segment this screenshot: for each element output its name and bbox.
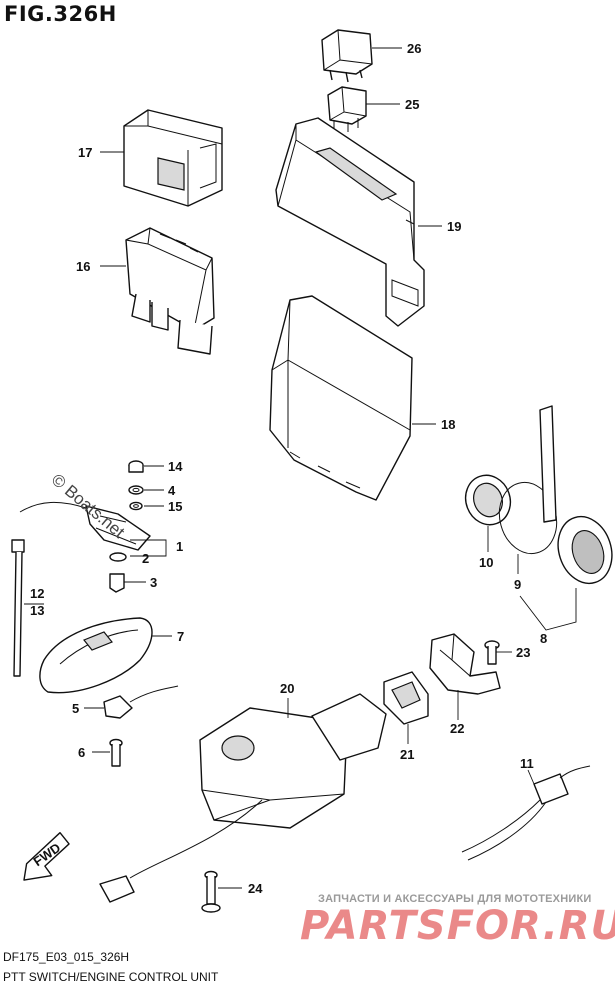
callout-16: 16	[76, 259, 90, 274]
part-20-ptt-motor	[99, 693, 387, 903]
fwd-arrow-icon: FWD	[23, 831, 70, 881]
part-17-bracket	[123, 109, 223, 207]
part-24-bolt	[201, 870, 221, 913]
callout-22: 22	[450, 721, 464, 736]
callout-6: 6	[78, 745, 85, 760]
callout-20: 20	[280, 681, 294, 696]
part-12-cable-tie	[11, 539, 25, 677]
part-23-bolt	[484, 640, 500, 665]
callout-23: 23	[516, 645, 530, 660]
part-21-boot	[383, 671, 429, 725]
part-19-ecu-cover	[275, 117, 425, 327]
part-25-relay	[327, 86, 367, 132]
part-1-ptt-switch	[19, 501, 151, 562]
part-15-washer	[129, 501, 143, 511]
callout-25: 25	[405, 97, 419, 112]
part-11-harness	[461, 765, 591, 861]
callout-5: 5	[72, 701, 79, 716]
shop-watermark-text: ЗАПЧАСТИ И АКСЕССУАРЫ ДЛЯ МОТОТЕХНИКИ	[318, 893, 592, 905]
part-14-bolt	[128, 460, 144, 473]
figure-name: PTT SWITCH/ENGINE CONTROL UNIT	[3, 970, 219, 984]
callout-2: 2	[142, 551, 149, 566]
callout-9: 9	[514, 577, 521, 592]
callout-18: 18	[441, 417, 455, 432]
callout-15: 15	[168, 499, 182, 514]
figure-title: FIG.326H	[4, 2, 117, 26]
callout-8: 8	[540, 631, 547, 646]
callout-13: 13	[30, 603, 44, 618]
part-5-sensor	[103, 685, 179, 719]
part-4-washer	[128, 485, 144, 495]
callout-3: 3	[150, 575, 157, 590]
part-7-cover	[39, 617, 153, 694]
part-26-relay	[321, 29, 373, 83]
part-6-bolt	[109, 738, 123, 767]
callout-26: 26	[407, 41, 421, 56]
leader-lines	[24, 47, 577, 889]
callout-17: 17	[78, 145, 92, 160]
callout-21: 21	[400, 747, 414, 762]
callout-14: 14	[168, 459, 183, 474]
part-3-clip	[109, 573, 125, 593]
part-10-grommet	[464, 474, 512, 526]
callout-1: 1	[176, 539, 183, 554]
brand-watermark: PARTSFOR.RU	[300, 903, 615, 949]
figure-code: DF175_E03_015_326H	[3, 950, 130, 964]
part-22-bracket	[429, 633, 501, 695]
callout-11: 11	[520, 756, 534, 771]
callout-7: 7	[177, 629, 184, 644]
part-16-module	[125, 227, 215, 355]
callout-12: 12	[30, 586, 44, 601]
callout-19: 19	[447, 219, 461, 234]
callout-4: 4	[168, 483, 176, 498]
part-8-switch	[539, 405, 613, 585]
part-18-ecu	[269, 295, 413, 501]
callout-numbers: 26 25 17 19 16 18 14 4 15 1 2 3 12 13 7 …	[30, 41, 547, 896]
callout-10: 10	[479, 555, 493, 570]
callout-24: 24	[248, 881, 263, 896]
